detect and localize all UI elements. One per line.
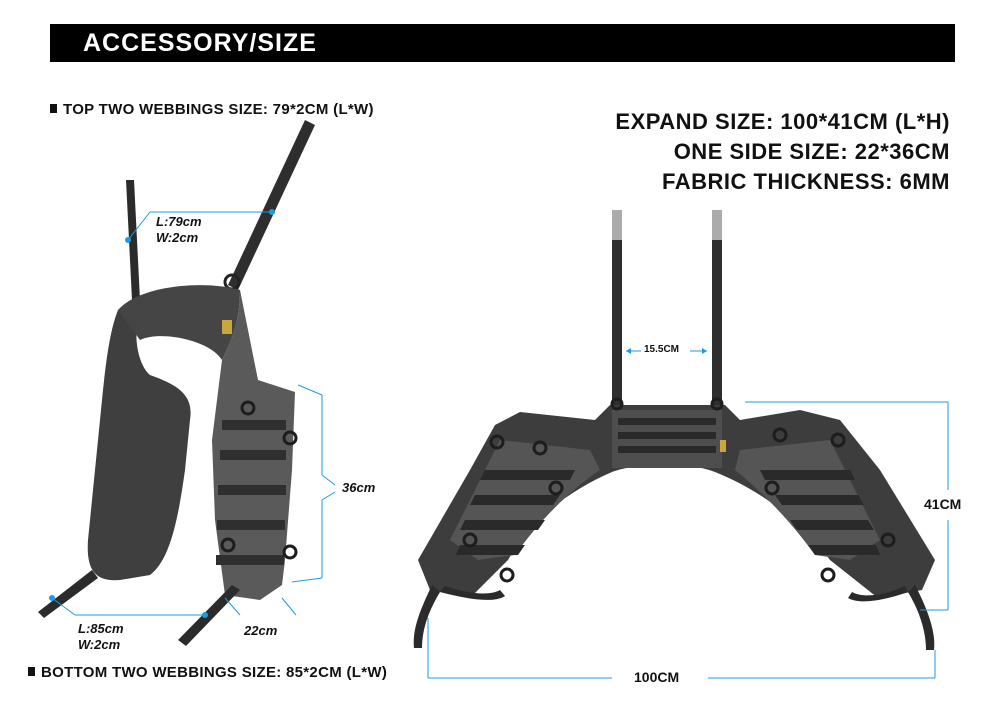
side-view-product [38,120,315,646]
top-width-label: W:2cm [156,230,199,245]
side-height-label: 36cm [342,480,376,495]
bottom-webbings-text: BOTTOM TWO WEBBINGS SIZE: 85*2CM (L*W) [41,664,388,681]
front-view-dimension-lines [427,348,949,679]
strap-gap-label: 15.5CM [644,344,680,355]
top-webbings-note: TOP TWO WEBBINGS SIZE: 79*2CM (L*W) [50,101,374,118]
bullet-icon [50,104,57,113]
spec-block: EXPAND SIZE: 100*41CM (L*H) ONE SIDE SIZ… [615,107,950,197]
bottom-width-label: W:2cm [78,637,121,652]
bottom-length-label: L:85cm [78,621,124,636]
expand-size: EXPAND SIZE: 100*41CM (L*H) [615,109,950,134]
side-view-dimension-lines [49,209,336,618]
bottom-webbings-note: BOTTOM TWO WEBBINGS SIZE: 85*2CM (L*W) [28,664,387,681]
fabric-thickness: FABRIC THICKNESS: 6MM [662,169,950,194]
side-width-label: 22cm [244,623,278,638]
page-title: ACCESSORY/SIZE [83,29,317,57]
front-view-product [413,210,935,650]
title-bar: ACCESSORY/SIZE [50,24,955,62]
front-length-label: 100CM [634,669,680,685]
top-length-label: L:79cm [156,214,202,229]
front-height-label: 41CM [924,496,962,512]
top-webbings-text: TOP TWO WEBBINGS SIZE: 79*2CM (L*W) [63,101,374,118]
bullet-icon [28,667,35,676]
one-side-size: ONE SIDE SIZE: 22*36CM [673,139,950,164]
